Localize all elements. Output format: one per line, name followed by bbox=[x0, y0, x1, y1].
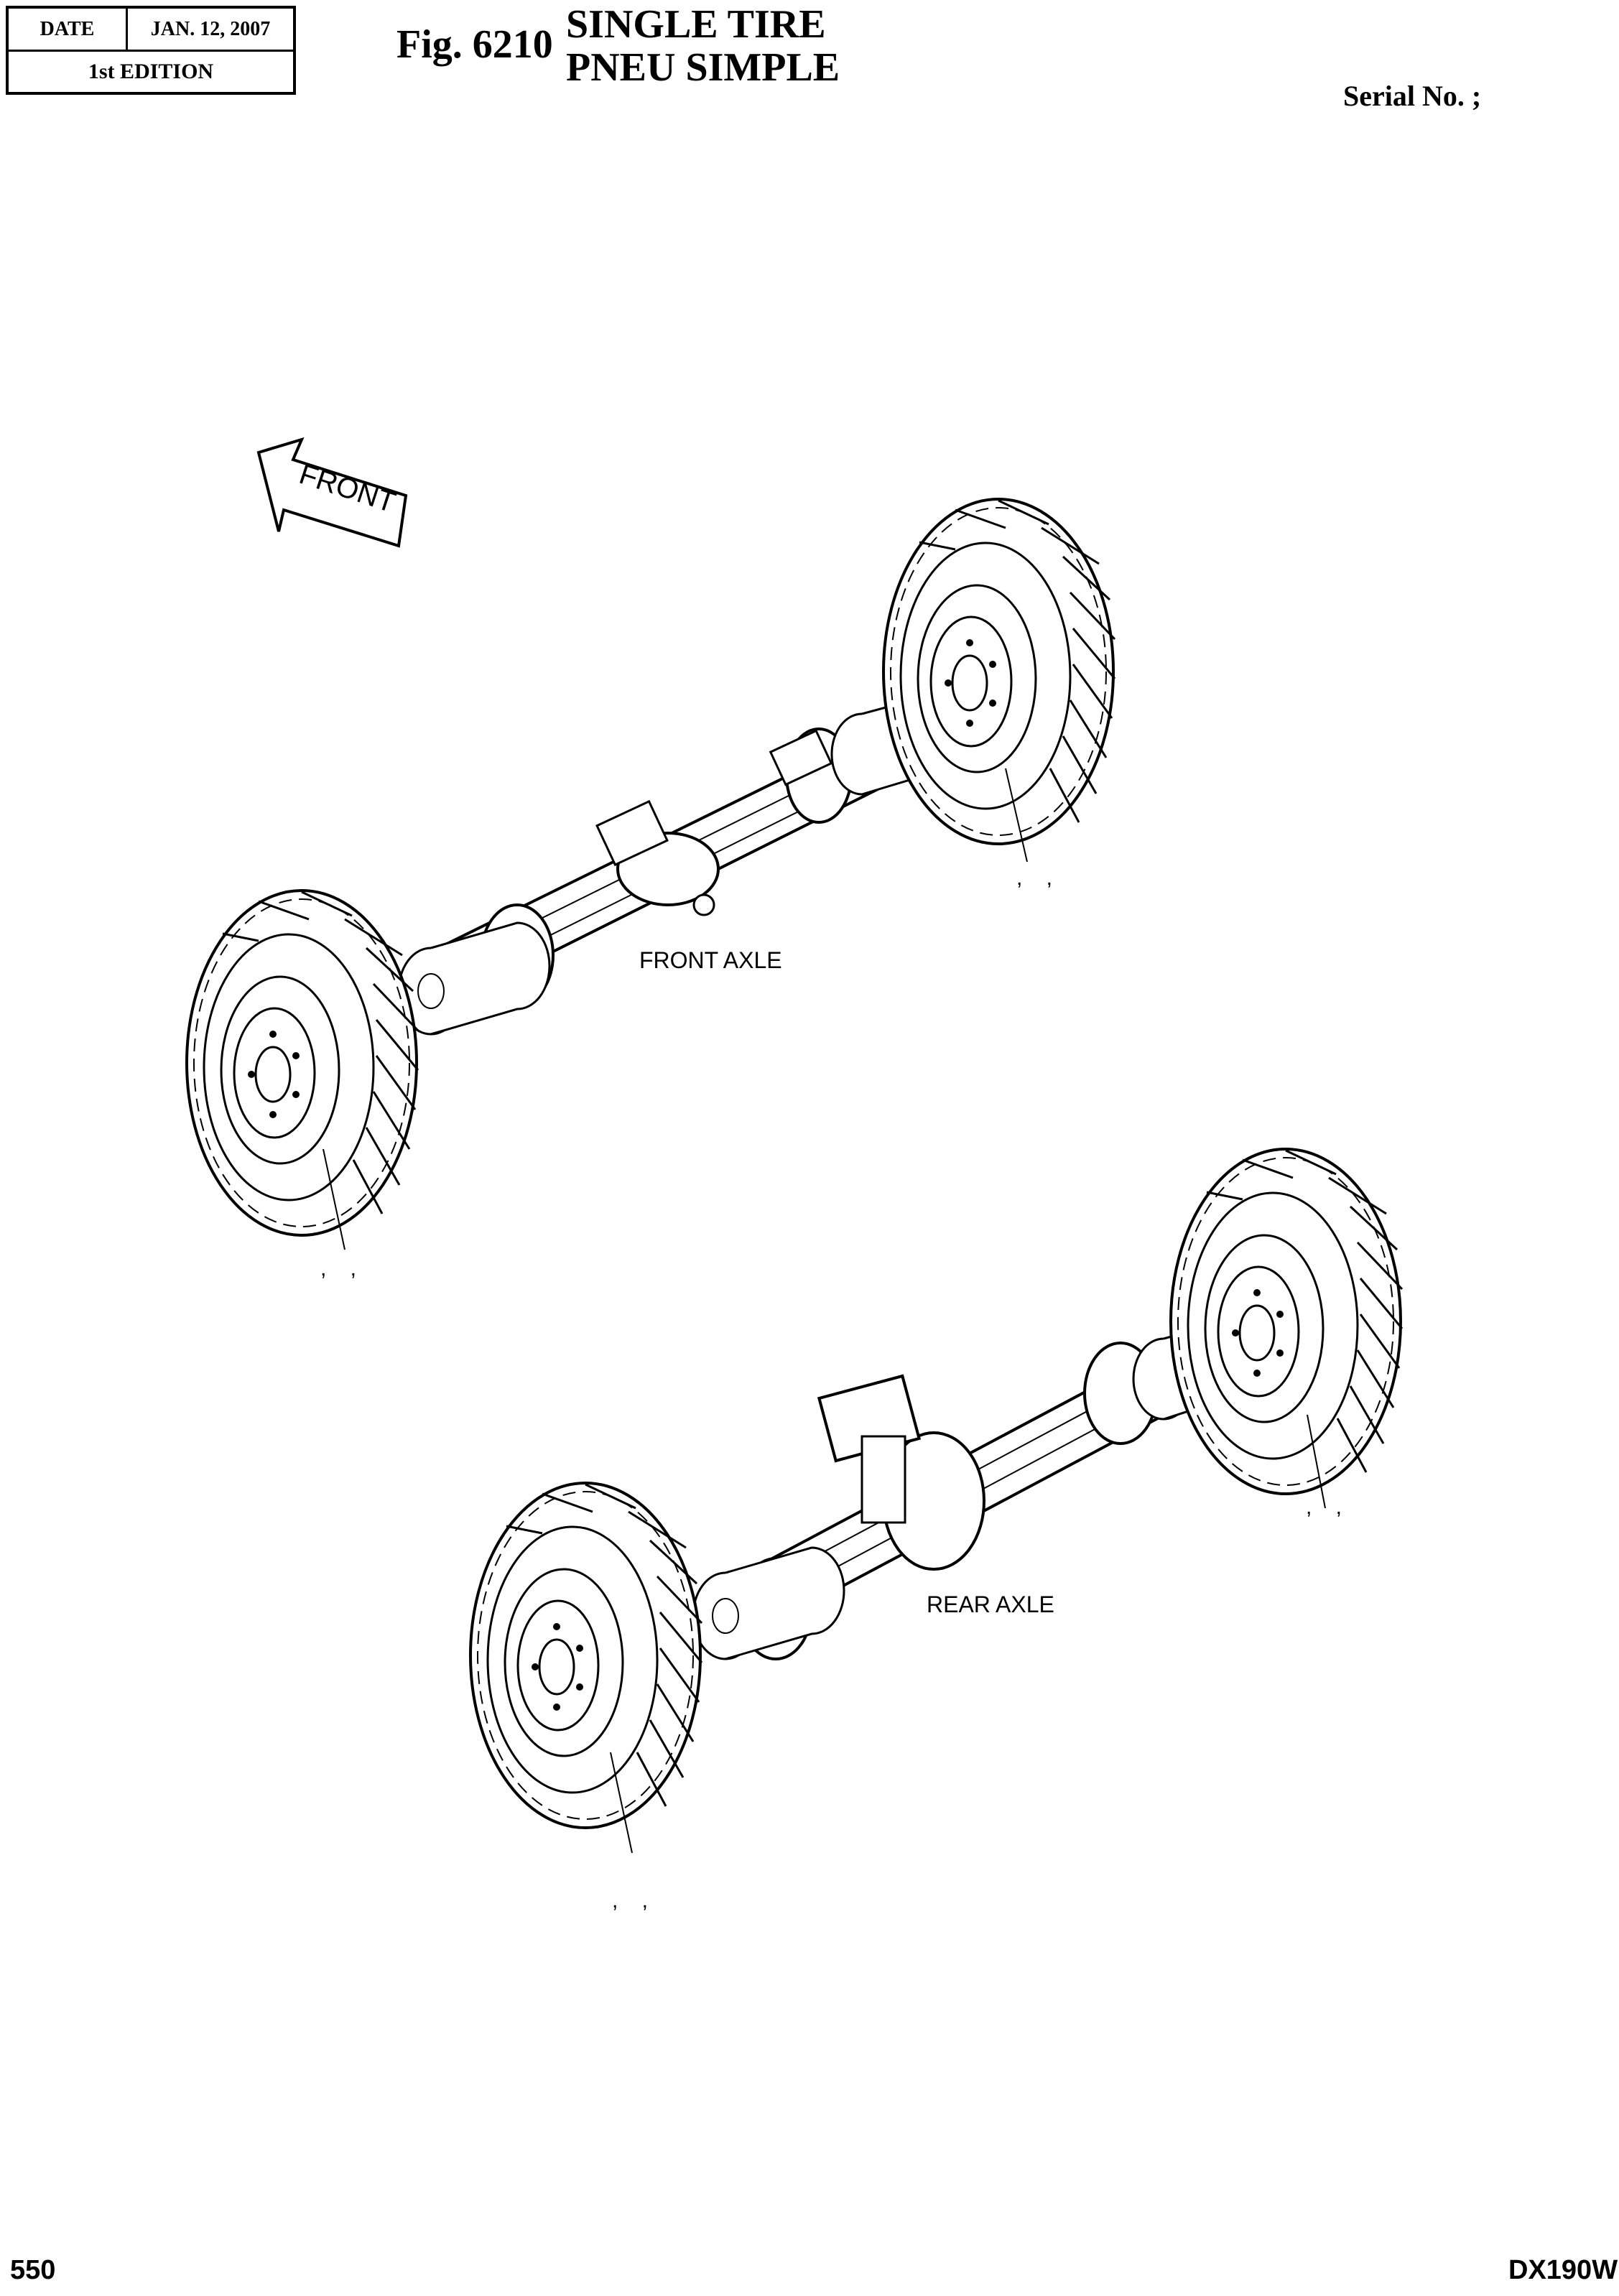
callout-rear-left: , , bbox=[612, 1889, 648, 1912]
figure-number: Fig. 6210 bbox=[396, 22, 553, 67]
title-english: SINGLE TIRE bbox=[566, 2, 826, 47]
callout-front-left: , , bbox=[320, 1257, 356, 1281]
tire-rear-left bbox=[469, 1482, 703, 1829]
model-name: DX190W bbox=[1508, 2255, 1618, 2285]
date-label: DATE bbox=[9, 9, 128, 52]
front-axle-assembly bbox=[397, 699, 938, 1036]
leader-lines bbox=[323, 768, 1326, 1854]
date-value: JAN. 12, 2007 bbox=[128, 9, 293, 52]
rear-axle-label: REAR AXLE bbox=[927, 1591, 1054, 1617]
page-number: 550 bbox=[10, 2255, 56, 2285]
date-edition-box: DATE JAN. 12, 2007 1st EDITION bbox=[6, 6, 296, 95]
edition-label: 1st EDITION bbox=[88, 60, 214, 83]
figure-title: SINGLE TIRE PNEU SIMPLE bbox=[566, 3, 840, 89]
tire-front-right bbox=[882, 498, 1116, 845]
callout-rear-right: , , bbox=[1306, 1495, 1342, 1519]
tire-front-left bbox=[185, 889, 419, 1237]
serial-number: Serial No. ; bbox=[1343, 80, 1482, 112]
tire-rear-right bbox=[1169, 1148, 1404, 1495]
title-french: PNEU SIMPLE bbox=[566, 45, 840, 90]
front-axle-label: FRONT AXLE bbox=[639, 947, 782, 973]
callout-front-right: , , bbox=[1016, 866, 1052, 890]
front-direction-arrow: FRONT bbox=[256, 437, 408, 548]
